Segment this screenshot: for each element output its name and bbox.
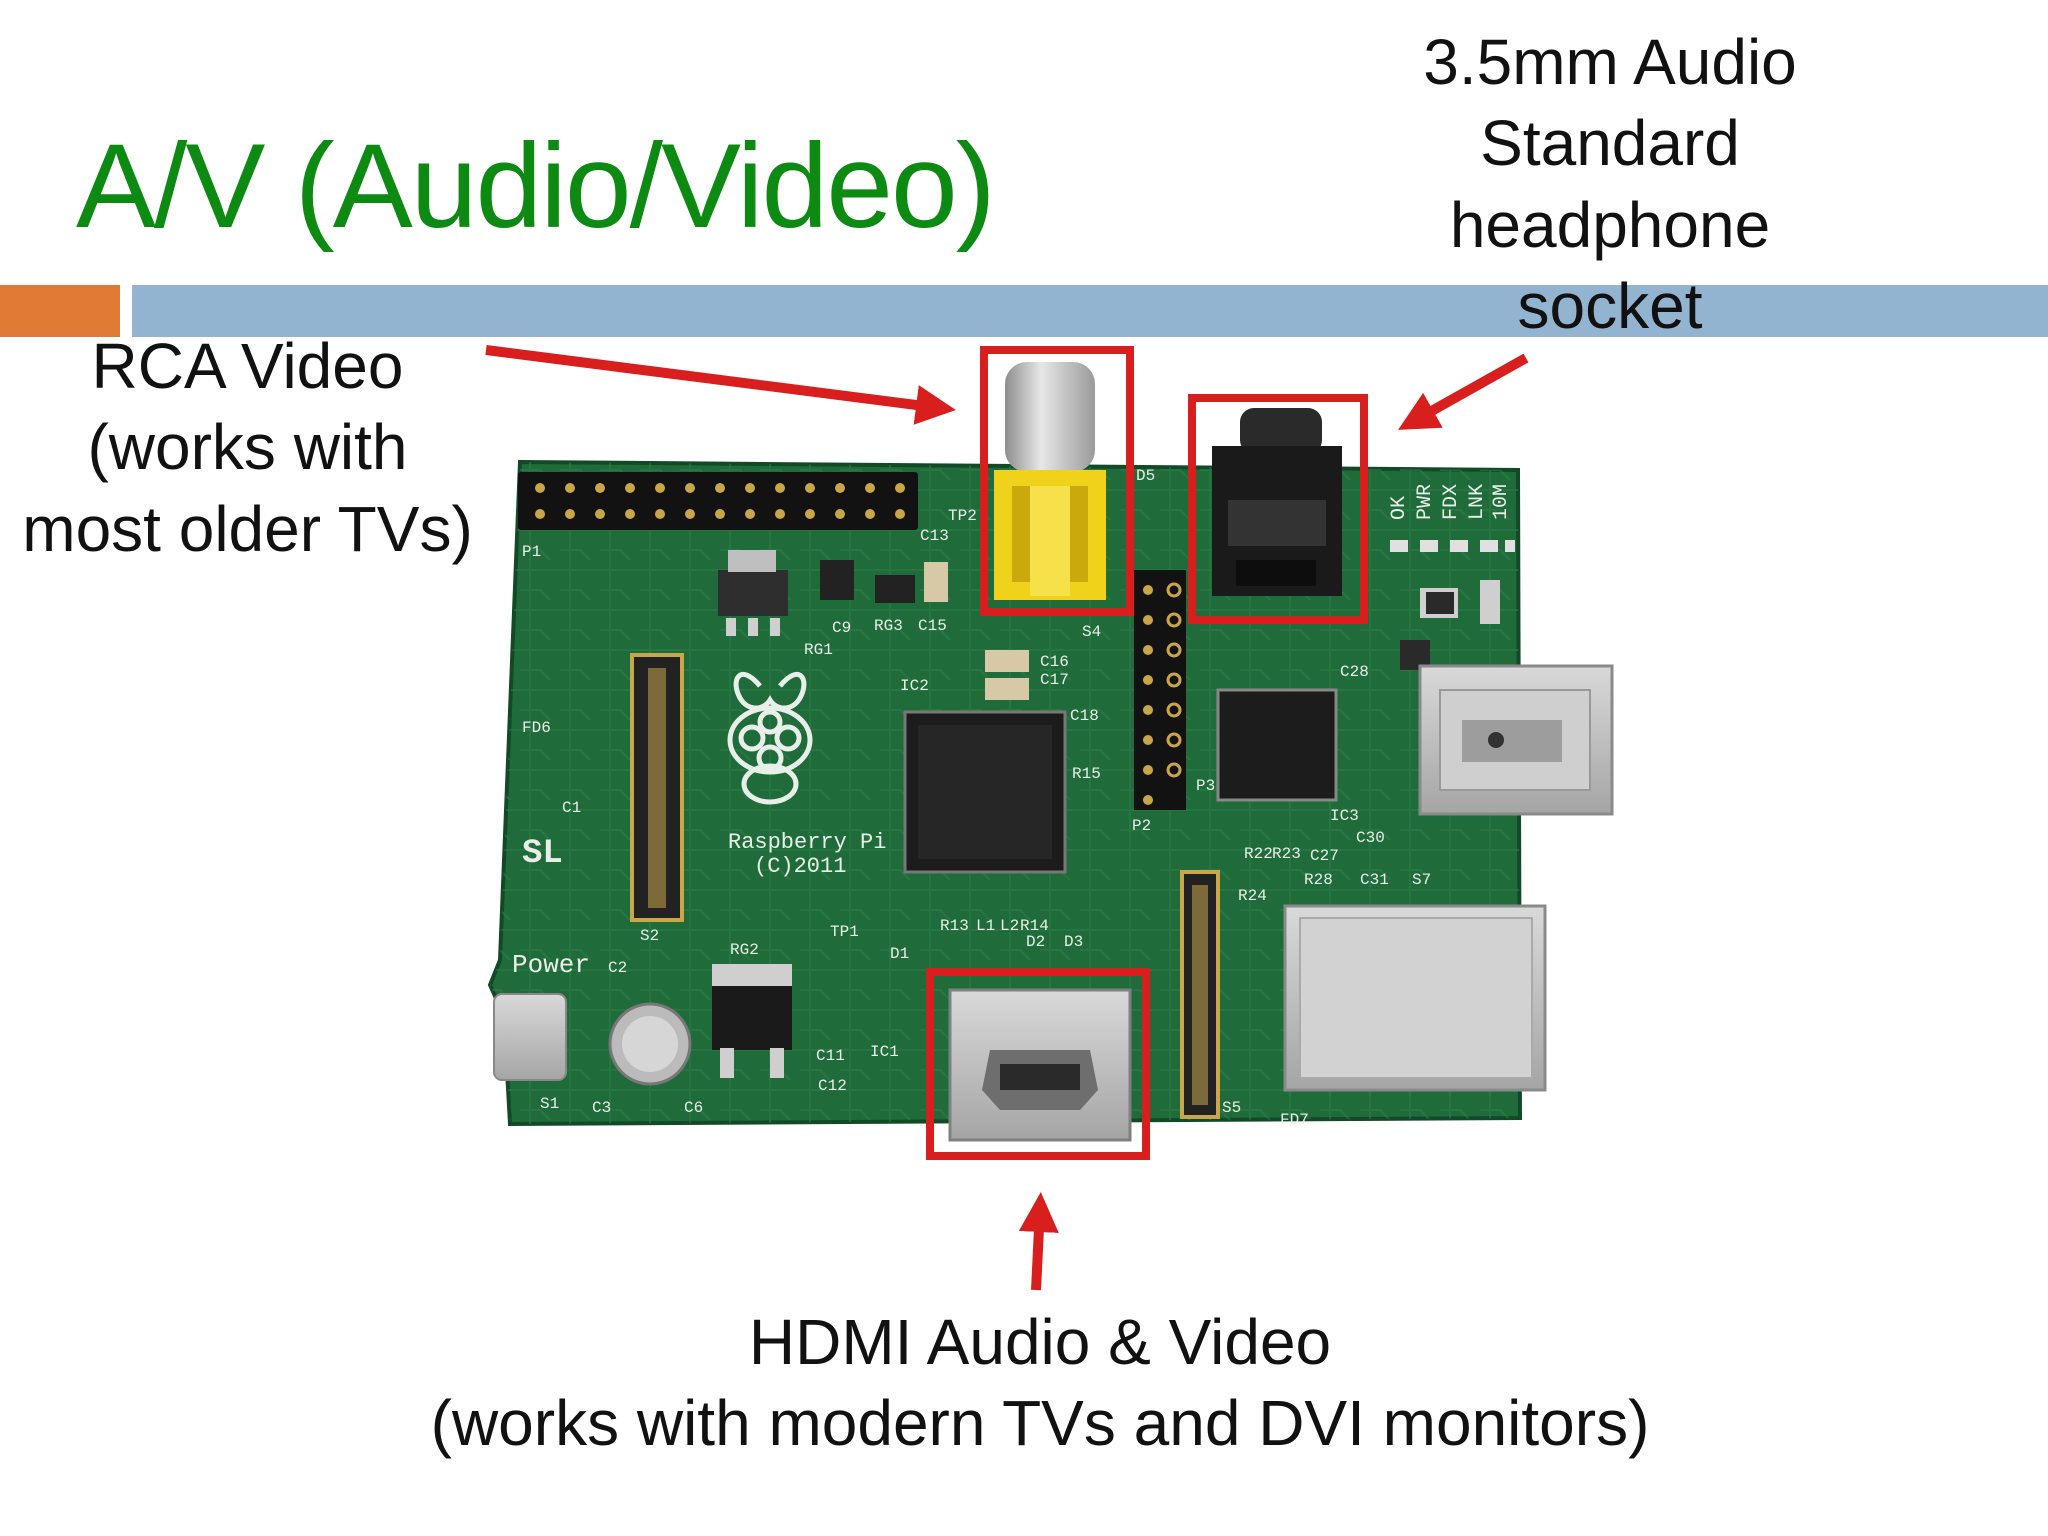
svg-text:C2: C2 xyxy=(608,959,627,977)
lan-chip xyxy=(1216,688,1338,802)
camera-connector xyxy=(1180,870,1220,1119)
usb-port xyxy=(1418,664,1614,816)
svg-text:10M: 10M xyxy=(1490,484,1513,520)
svg-text:P1: P1 xyxy=(522,543,541,561)
rca-jack xyxy=(994,362,1106,600)
svg-text:P2: P2 xyxy=(1132,817,1151,835)
svg-text:C18: C18 xyxy=(1070,707,1099,725)
highlight-boxes xyxy=(926,346,1368,1160)
hdmi-port xyxy=(948,988,1132,1142)
svg-text:IC2: IC2 xyxy=(900,677,929,695)
svg-text:R28: R28 xyxy=(1304,871,1333,889)
copyright-text: (C)2011 xyxy=(754,854,846,879)
svg-text:L1: L1 xyxy=(976,917,995,935)
svg-text:R15: R15 xyxy=(1072,765,1101,783)
raspberry-logo xyxy=(727,671,813,805)
svg-text:L2: L2 xyxy=(1000,917,1019,935)
svg-text:C17: C17 xyxy=(1040,671,1069,689)
callout-arrows xyxy=(485,345,1529,1291)
svg-text:P3: P3 xyxy=(1196,777,1215,795)
accent-bar-orange xyxy=(0,285,120,337)
svg-text:OK: OK xyxy=(1388,496,1411,520)
rca-highlight-box xyxy=(980,346,1134,616)
soc-chip xyxy=(903,710,1067,874)
hdmi-arrow xyxy=(1018,1192,1059,1291)
power-label: Power xyxy=(512,950,590,980)
svg-text:LNK: LNK xyxy=(1466,484,1489,520)
gpio-header xyxy=(518,472,918,530)
svg-text:RG2: RG2 xyxy=(730,941,759,959)
silkscreen: Raspberry Pi (C)2011 Power P1 C13 TP2 D5… xyxy=(512,467,1513,1129)
logo-text: Raspberry Pi xyxy=(728,830,886,855)
svg-text:C6: C6 xyxy=(684,1099,703,1117)
svg-text:R13: R13 xyxy=(940,917,969,935)
svg-text:IC3: IC3 xyxy=(1330,807,1359,825)
slide-title: A/V (Audio/Video) xyxy=(76,119,996,253)
svg-text:S2: S2 xyxy=(640,927,659,945)
svg-text:C12: C12 xyxy=(818,1077,847,1095)
svg-text:C1: C1 xyxy=(562,799,581,817)
svg-text:C9: C9 xyxy=(832,619,851,637)
svg-text:RG3: RG3 xyxy=(874,617,903,635)
svg-text:FD6: FD6 xyxy=(522,719,551,737)
svg-text:C11: C11 xyxy=(816,1047,845,1065)
svg-text:C27: C27 xyxy=(1310,847,1339,865)
svg-text:S5: S5 xyxy=(1222,1099,1241,1117)
svg-text:TP2: TP2 xyxy=(948,507,977,525)
svg-text:R14: R14 xyxy=(1020,917,1049,935)
micro-usb-port xyxy=(493,993,567,1081)
svg-text:C13: C13 xyxy=(920,527,949,545)
svg-text:C3: C3 xyxy=(592,1099,611,1117)
svg-text:C28: C28 xyxy=(1340,663,1369,681)
rca-video-callout: RCA Video (works with most older TVs) xyxy=(22,330,473,565)
svg-text:PWR: PWR xyxy=(1414,484,1437,520)
rca-arrow xyxy=(485,345,956,425)
svg-text:S4: S4 xyxy=(1082,623,1101,641)
voltage-regulator xyxy=(712,964,792,1078)
svg-text:TP1: TP1 xyxy=(830,923,859,941)
svg-text:D1: D1 xyxy=(890,945,909,963)
hdmi-callout: HDMI Audio & Video (works with modern TV… xyxy=(430,1306,1650,1460)
hdmi-highlight-box xyxy=(926,968,1150,1160)
svg-text:C31: C31 xyxy=(1360,871,1389,889)
svg-text:C30: C30 xyxy=(1356,829,1385,847)
svg-text:R22: R22 xyxy=(1244,845,1273,863)
svg-text:SL: SL xyxy=(522,835,563,873)
status-leds xyxy=(1390,540,1515,552)
svg-text:D5: D5 xyxy=(1136,467,1155,485)
svg-text:FDX: FDX xyxy=(1440,484,1463,520)
svg-text:FD7: FD7 xyxy=(1280,1111,1309,1129)
display-connector xyxy=(630,653,684,922)
svg-text:R24: R24 xyxy=(1238,887,1267,905)
ethernet-port xyxy=(1283,904,1547,1092)
svg-text:S7: S7 xyxy=(1412,871,1431,889)
svg-text:C15: C15 xyxy=(918,617,947,635)
svg-text:D2: D2 xyxy=(1026,933,1045,951)
svg-text:R23: R23 xyxy=(1272,845,1301,863)
accent-bar-blue xyxy=(132,285,2048,337)
pin-header-p2 xyxy=(1134,570,1186,810)
audio-jack xyxy=(1212,408,1342,596)
svg-text:RG1: RG1 xyxy=(804,641,833,659)
svg-text:IC1: IC1 xyxy=(870,1043,899,1061)
capacitor xyxy=(608,1002,692,1086)
svg-text:C16: C16 xyxy=(1040,653,1069,671)
audio-highlight-box xyxy=(1188,394,1368,624)
svg-text:D3: D3 xyxy=(1064,933,1083,951)
audio-jack-callout: 3.5mm Audio Standard headphone socket xyxy=(1423,26,1797,342)
svg-text:S1: S1 xyxy=(540,1095,559,1113)
audio-arrow xyxy=(1398,353,1529,430)
